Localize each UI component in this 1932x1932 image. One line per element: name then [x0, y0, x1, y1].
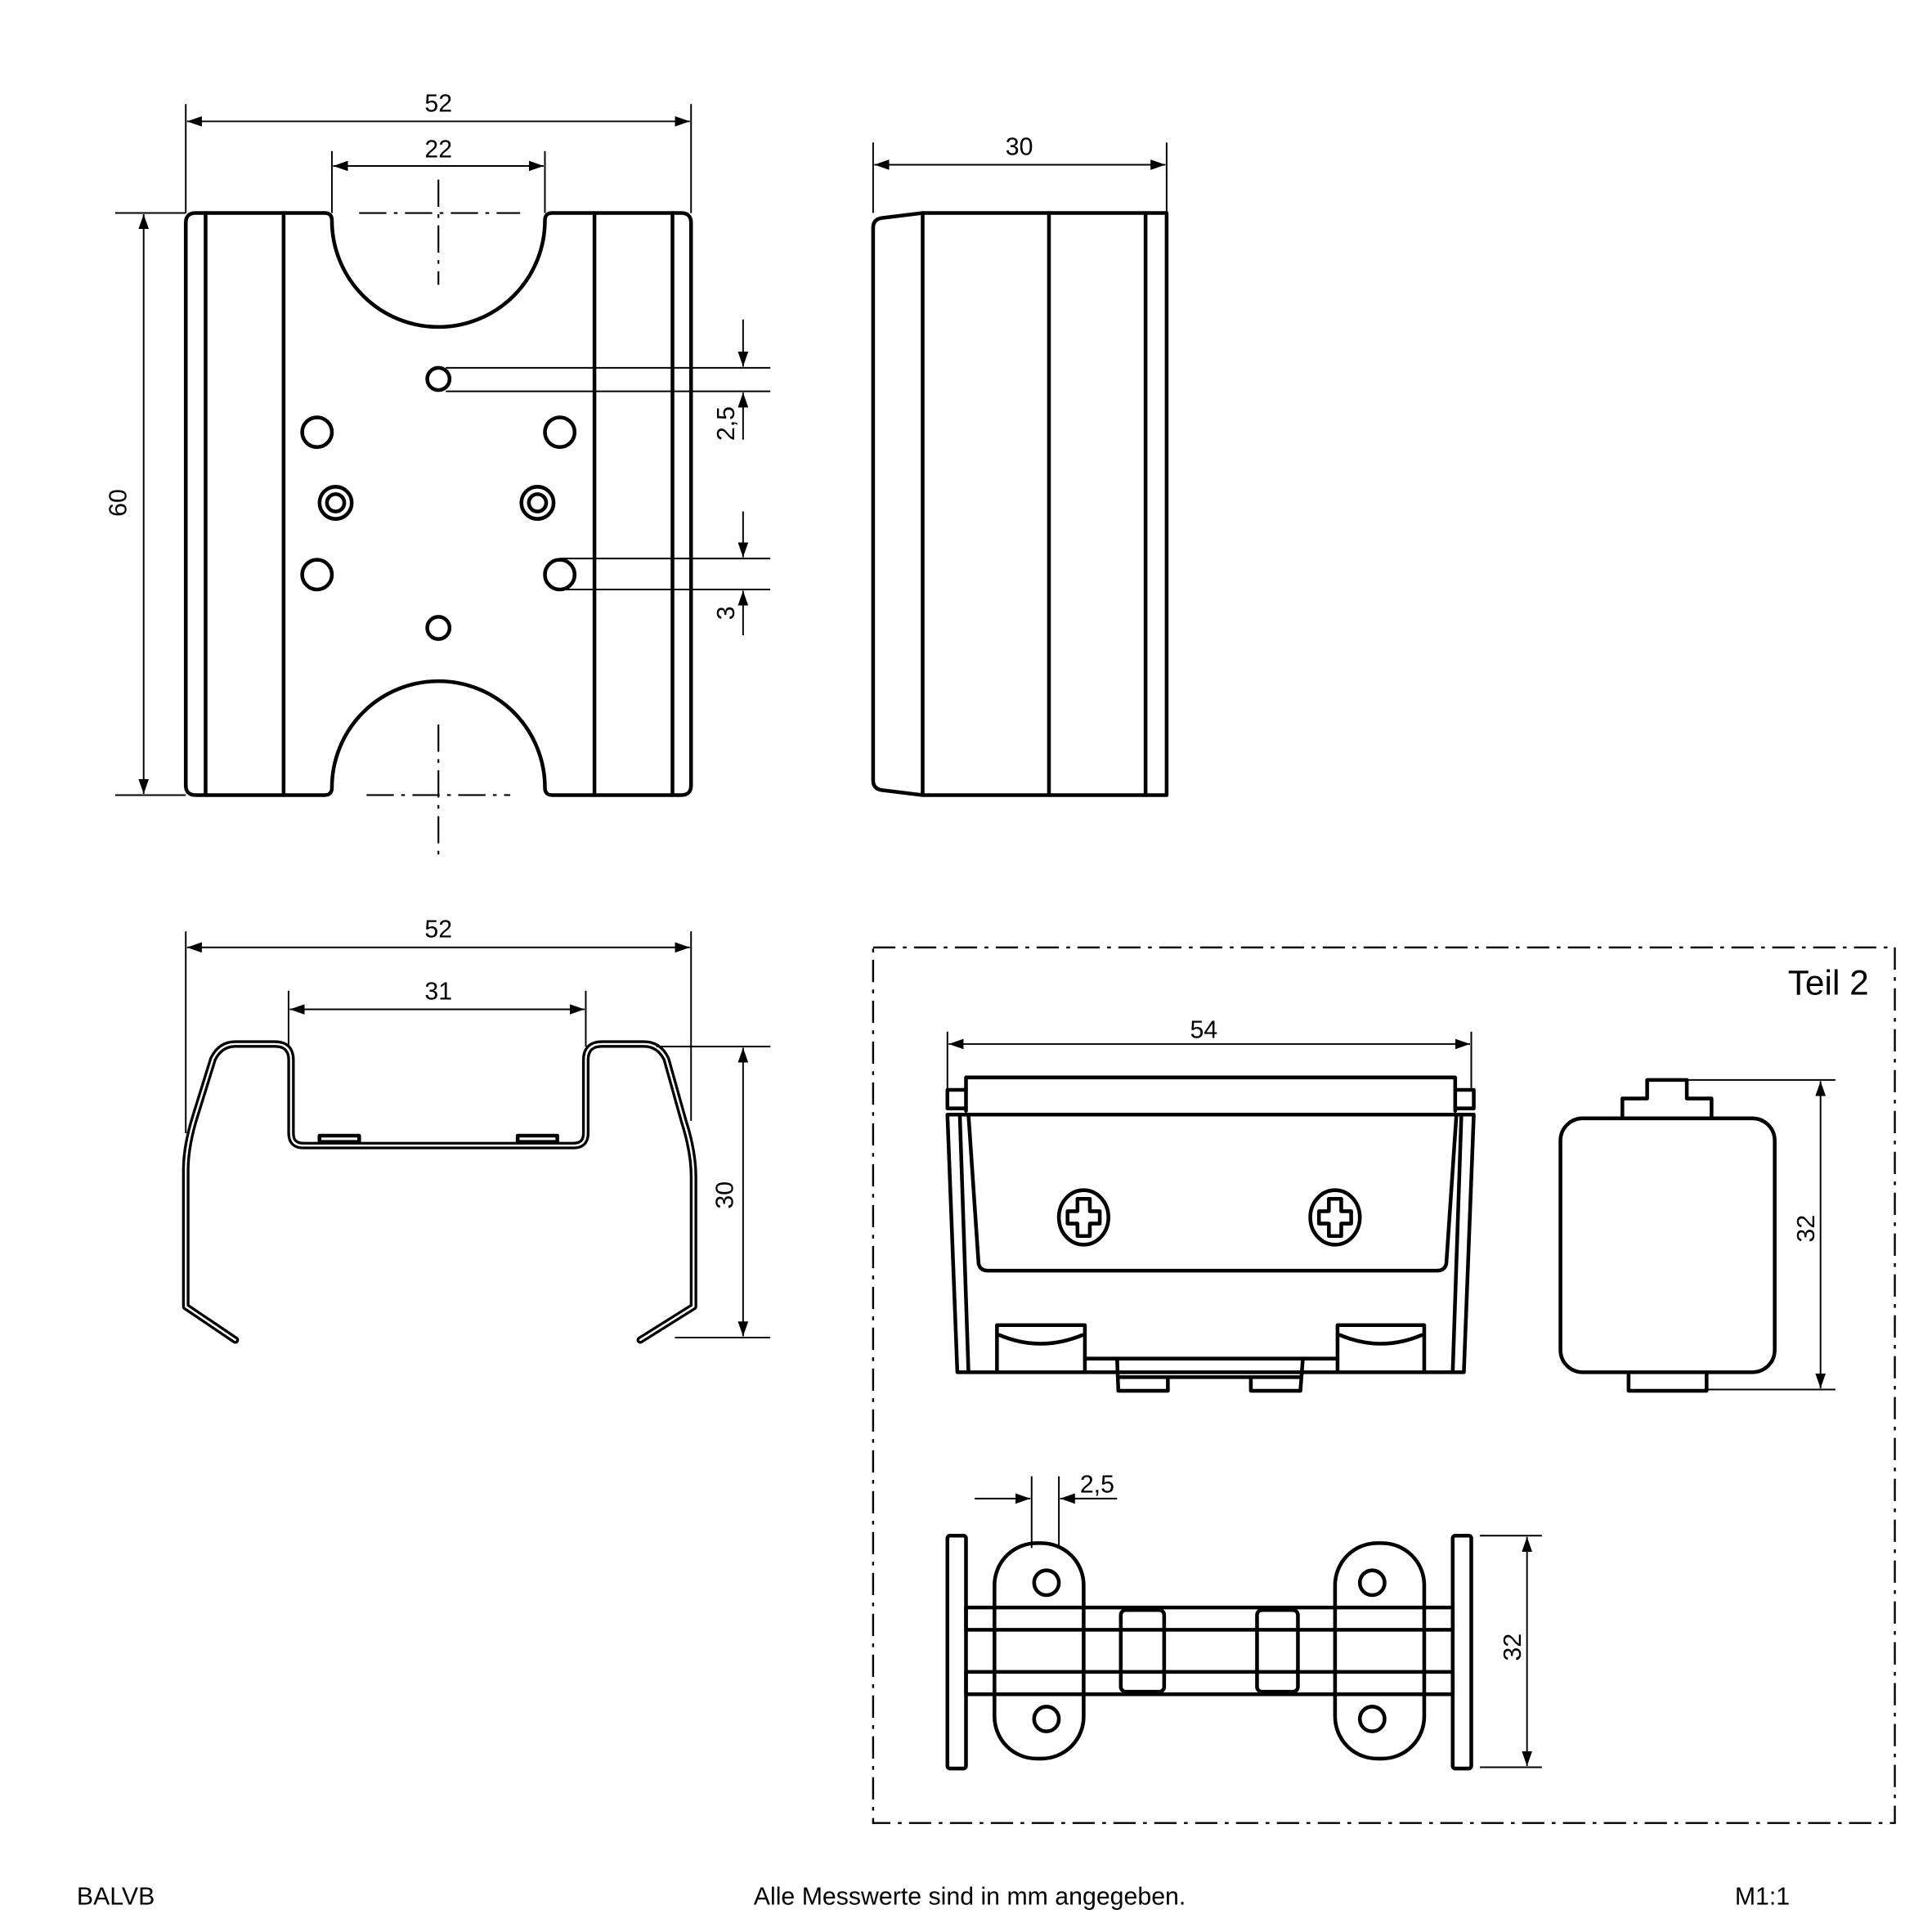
- units-note: Alle Messwerte sind in mm angegeben.: [754, 1884, 1186, 1911]
- dim-front-notch: 22: [424, 136, 452, 163]
- dim-front-height: 60: [105, 489, 132, 517]
- front-view: 52 22 60 2,5 3: [105, 90, 771, 861]
- detail-box-label: Teil 2: [1788, 963, 1869, 1002]
- side-view: 30: [871, 133, 1169, 797]
- dim-hole-spacing-lower: 3: [713, 606, 740, 620]
- scale-label: M1:1: [1735, 1884, 1790, 1911]
- dim-teil2-bottom-height: 32: [1499, 1634, 1526, 1661]
- screw-icon: [1056, 1188, 1110, 1247]
- dim-profile-width: 52: [424, 917, 452, 944]
- dim-teil2-hole-offset: 2,5: [1080, 1471, 1114, 1498]
- dim-profile-height: 30: [712, 1181, 739, 1209]
- profile-view: 52 31 30: [182, 917, 771, 1344]
- screw-icon: [1308, 1188, 1362, 1247]
- dim-profile-inner: 31: [424, 978, 452, 1005]
- dim-teil2-width: 54: [1190, 1016, 1217, 1043]
- part-code: BALVB: [77, 1884, 155, 1911]
- dim-teil2-side-height: 32: [1793, 1215, 1820, 1243]
- teil2-detail: Teil 2 54 32: [872, 946, 1896, 1824]
- dim-hole-spacing-top: 2,5: [713, 406, 740, 441]
- dim-side-depth: 30: [1006, 133, 1033, 160]
- dim-front-width: 52: [424, 90, 452, 117]
